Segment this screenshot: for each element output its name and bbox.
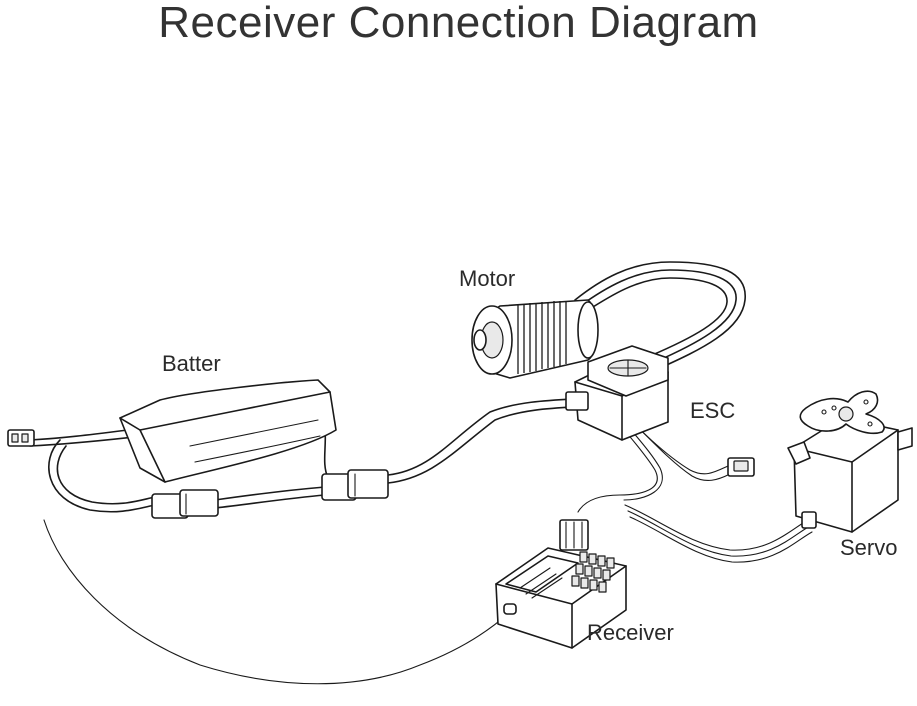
diagram-title: Receiver Connection Diagram [158,0,759,47]
servo [787,390,913,533]
battery-pack [7,379,337,483]
servo-label: Servo [840,535,897,560]
battery-label: Batter [162,351,221,376]
receiver-label: Receiver [587,620,674,645]
motor [471,299,599,379]
motor-label: Motor [459,266,515,291]
esc-unit [565,345,669,441]
receiver-antenna [43,519,511,685]
servo-wires [624,504,813,563]
esc-label: ESC [690,398,735,423]
motor-wires [574,261,746,369]
battery-connector-2 [321,469,389,501]
battery-connector-1 [151,489,219,519]
esc-power-switch [727,457,755,477]
receiver [495,519,627,649]
